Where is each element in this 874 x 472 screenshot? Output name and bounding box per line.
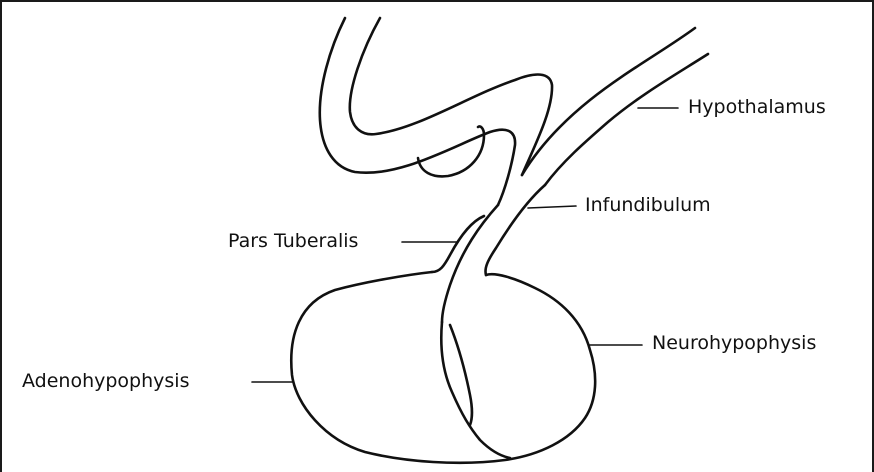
lobe-division-line xyxy=(441,322,510,458)
optic-bulge xyxy=(418,126,484,176)
infundibulum-label: Infundibulum xyxy=(585,196,711,215)
adenohypophysis-label: Adenohypophysis xyxy=(22,372,189,391)
infundibulum-right-wall xyxy=(485,185,545,275)
hypothalamus-label: Hypothalamus xyxy=(688,98,826,117)
hypothalamus-right-strand xyxy=(350,18,552,175)
infundibulum-left-wall xyxy=(442,205,498,322)
neurohypophysis-label: Neurohypophysis xyxy=(652,334,816,353)
hypothalamus-tract-upper xyxy=(522,28,695,175)
infundibulum-leader xyxy=(528,206,576,208)
pars-tuberalis-label: Pars Tuberalis xyxy=(228,232,358,251)
